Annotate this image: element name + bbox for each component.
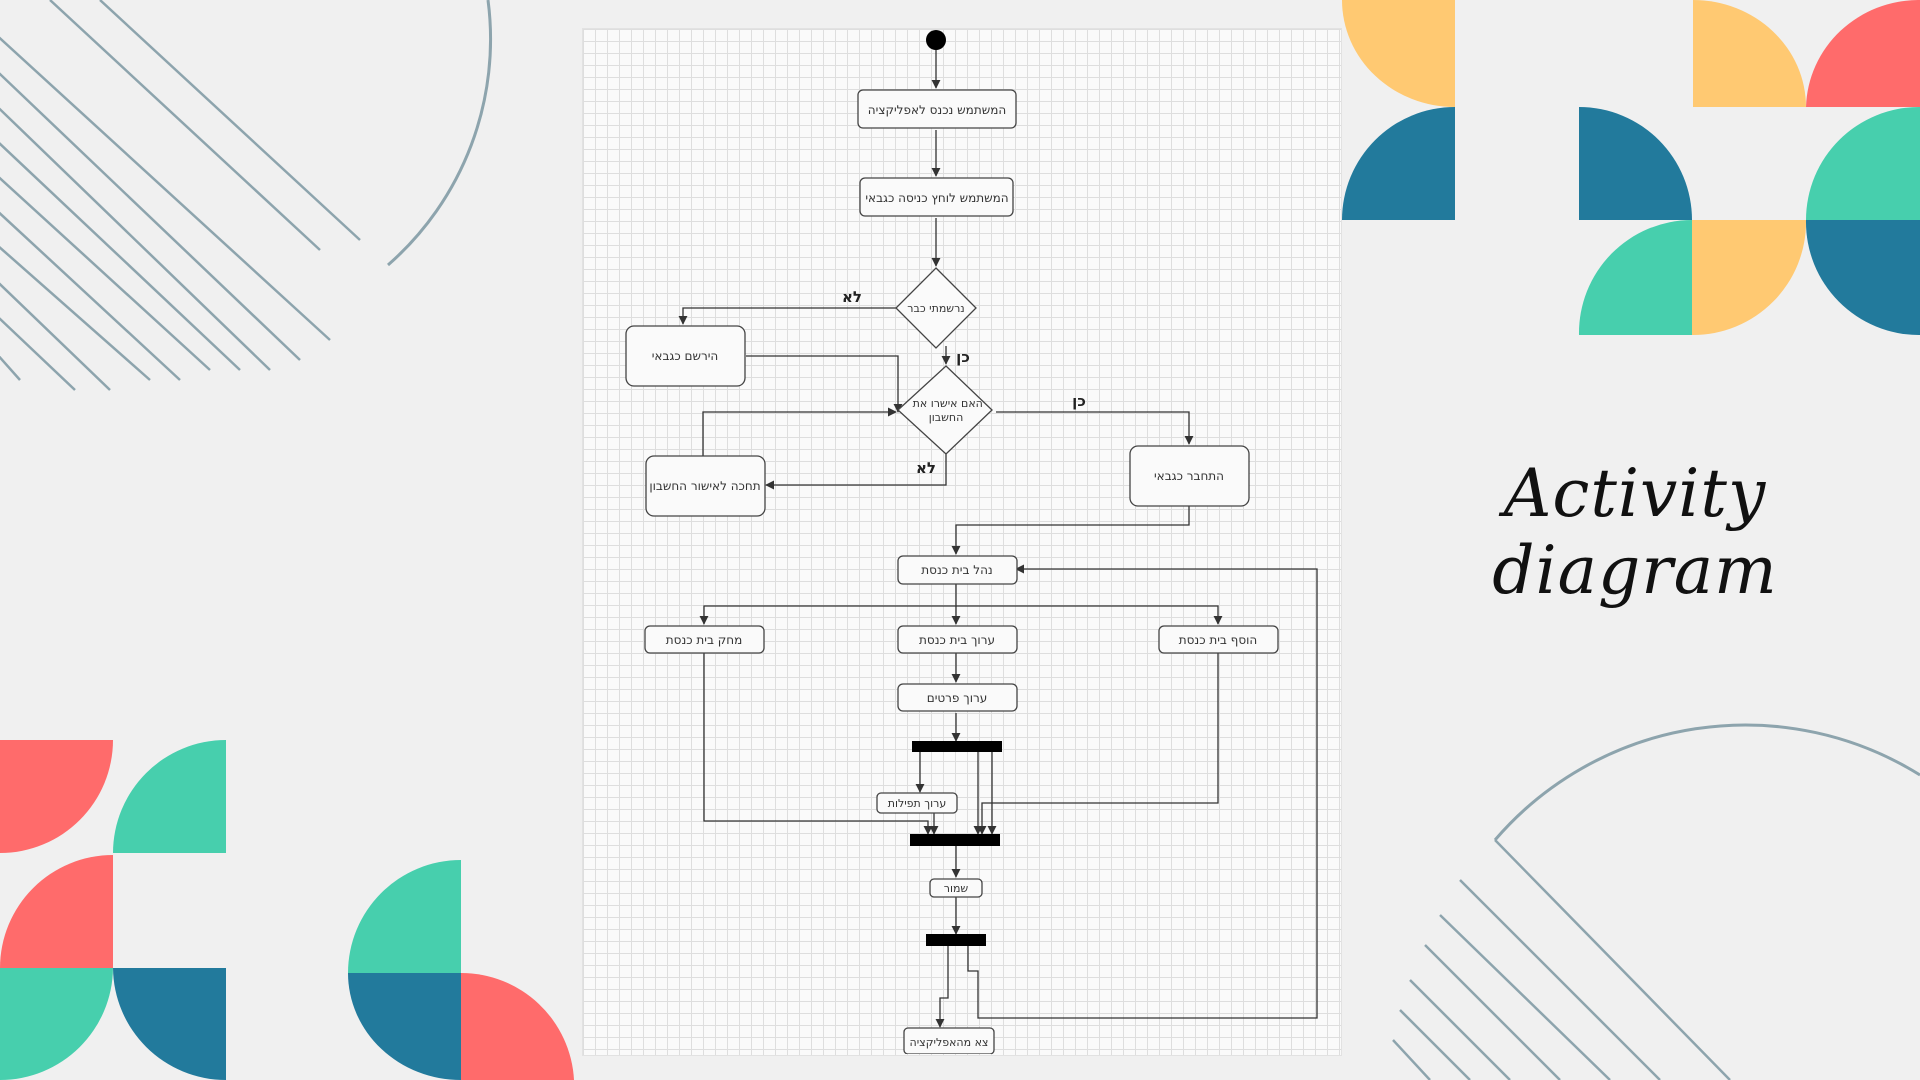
node-wait-approval: תחכה לאישור החשבון xyxy=(649,479,760,493)
node-account-approved: האם אישרו את החשבון xyxy=(909,397,983,424)
start-node xyxy=(926,30,946,50)
node-add: הוסף בית כנסת xyxy=(1179,633,1258,647)
connectors xyxy=(678,48,1318,1028)
node-labels: המשתמש נכנס לאפליקציה המשתמש לוחץ כניסה … xyxy=(649,103,1257,1049)
label-yes-approved: כן xyxy=(1072,392,1086,410)
node-press-login: המשתמש לוחץ כניסה כגבאי xyxy=(865,191,1008,205)
top-left-arc xyxy=(387,0,493,267)
top-right-pattern xyxy=(1342,0,1920,336)
bottom-left-pattern xyxy=(0,740,574,1080)
label-no-approved: לא xyxy=(916,459,936,477)
node-exit: צא מהאפליקציה xyxy=(910,1036,989,1049)
label-yes-registered: כן xyxy=(956,348,970,366)
decision-diamonds xyxy=(895,267,993,455)
node-delete: מחק בית כנסת xyxy=(666,633,742,647)
action-boxes xyxy=(625,89,1279,1054)
page-title: Activity diagram xyxy=(1492,455,1778,609)
node-manage: נהל בית כנסת xyxy=(921,563,992,577)
node-already-registered: נרשמתי כבר xyxy=(907,302,964,315)
label-no-registered: לא xyxy=(842,288,862,306)
node-edit-details: ערוך פרטים xyxy=(927,691,988,705)
node-register: הירשם כגבאי xyxy=(652,349,719,363)
node-edit-prayers: ערוך תפילות xyxy=(888,797,947,810)
top-left-stripes xyxy=(0,0,361,391)
bottom-right-arc xyxy=(1493,723,1920,841)
node-save: שמור xyxy=(944,882,969,895)
branch-labels: לא כן כן לא xyxy=(842,288,1086,477)
bottom-right-stripes xyxy=(1392,839,1731,1080)
node-edit: ערוך בית כנסת xyxy=(919,633,995,647)
activity-diagram: המשתמש נכנס לאפליקציה המשתמש לוחץ כניסה … xyxy=(625,30,1318,1054)
fork-join-bars xyxy=(910,741,1002,946)
node-connect: התחבר כגבאי xyxy=(1154,469,1224,483)
node-enter-app: המשתמש נכנס לאפליקציה xyxy=(868,103,1006,117)
